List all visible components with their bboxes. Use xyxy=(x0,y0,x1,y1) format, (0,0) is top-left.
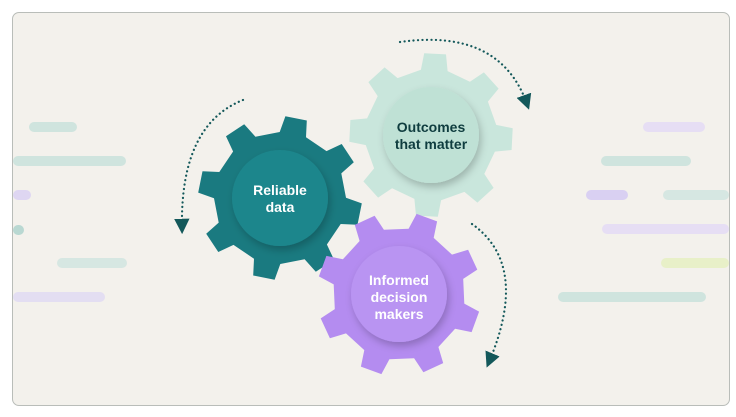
label-line: that matter xyxy=(394,136,468,152)
label-line: makers xyxy=(374,306,424,322)
informed-decision-makers-label: Informed decision makers xyxy=(349,272,449,323)
left-decorative-lines xyxy=(13,122,138,302)
arrow-right xyxy=(470,222,507,368)
gear-hub xyxy=(351,246,447,342)
gear-hub xyxy=(383,87,479,183)
background-lines xyxy=(13,122,729,302)
gear-outcomes xyxy=(349,53,513,217)
label-line: Outcomes xyxy=(396,119,466,135)
outcomes-label: Outcomes that matter xyxy=(381,119,481,153)
gear-reliable-data xyxy=(198,116,362,280)
arrow-top xyxy=(398,38,532,110)
label-line: Reliable xyxy=(253,182,307,198)
gear-informed-decision-makers xyxy=(318,213,480,375)
label-line: data xyxy=(265,199,295,215)
label-line: Informed xyxy=(369,272,429,288)
gear-hub xyxy=(232,150,328,246)
right-decorative-lines xyxy=(558,122,729,302)
label-line: decision xyxy=(370,289,428,305)
reliable-data-label: Reliable data xyxy=(230,182,330,216)
